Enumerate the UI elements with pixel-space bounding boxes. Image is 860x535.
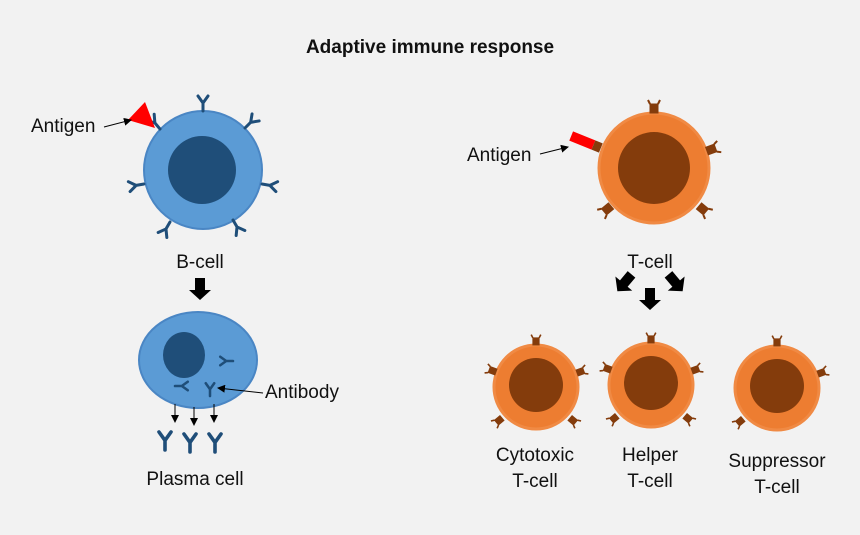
b-cell-nucleus <box>168 136 236 204</box>
plasma-cell <box>138 311 258 454</box>
diagram-title: Adaptive immune response <box>305 37 555 58</box>
b-to-plasma-arrow <box>189 278 211 300</box>
antibody-label: Antibody <box>265 382 339 403</box>
b-receptor-top <box>196 94 210 113</box>
secreted-antibodies <box>157 430 223 454</box>
b-receptor-bottom-left <box>156 218 176 239</box>
cytotoxic-label-line1: Cytotoxic <box>495 445 575 466</box>
suppressor-t-cell <box>731 334 831 432</box>
b-receptor-top-right <box>239 112 261 134</box>
secretion-arrows <box>171 404 218 426</box>
helper-t-cell <box>598 331 705 429</box>
t-cell-nucleus <box>618 132 690 204</box>
t-differentiation-arrows <box>615 271 685 310</box>
antigen-b-arrow <box>103 117 132 128</box>
b-receptor-left <box>126 177 147 194</box>
antibody-arrow <box>217 384 264 394</box>
cytotoxic-t-cell <box>483 333 590 431</box>
t-cell-label: T-cell <box>627 252 673 273</box>
b-receptor-right <box>259 177 280 194</box>
antigen-t-label: Antigen <box>467 145 532 166</box>
t-antigen <box>569 131 603 153</box>
suppressor-label-line1: Suppressor <box>728 451 826 472</box>
b-antigen-triangle <box>128 102 155 128</box>
helper-label-line1: Helper <box>622 445 678 466</box>
antigen-b-label: Antigen <box>31 116 96 137</box>
suppressor-label-line2: T-cell <box>754 477 800 498</box>
helper-label-line2: T-cell <box>627 471 673 492</box>
plasma-cell-label: Plasma cell <box>146 469 244 490</box>
b-cell <box>126 94 280 239</box>
b-cell-label: B-cell <box>176 252 224 273</box>
antigen-t-arrow <box>539 144 569 155</box>
t-cell <box>569 99 723 225</box>
cytotoxic-label-line2: T-cell <box>512 471 558 492</box>
plasma-nucleus <box>163 332 205 378</box>
